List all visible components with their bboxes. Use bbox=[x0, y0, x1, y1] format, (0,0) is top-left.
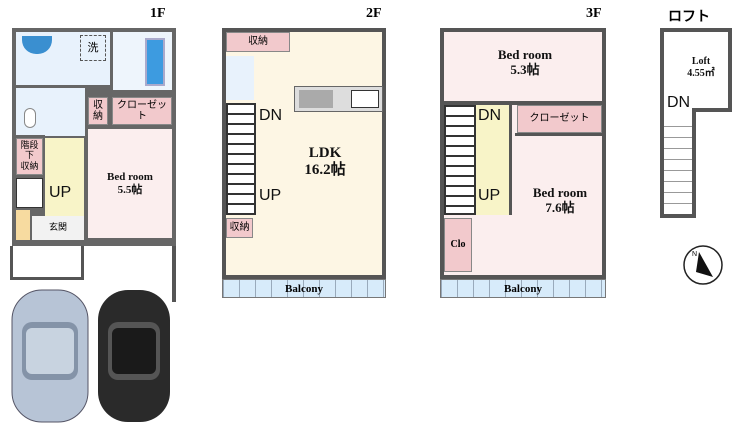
closet-3f: クローゼット bbox=[517, 105, 602, 133]
wall bbox=[515, 133, 602, 136]
loft-room bbox=[660, 28, 732, 112]
corridor bbox=[45, 88, 85, 136]
north-label: N bbox=[692, 251, 697, 258]
floor-label-loft: ロフト bbox=[668, 9, 710, 25]
floor-label-1f: 1F bbox=[150, 6, 166, 21]
kitchen-counter bbox=[294, 86, 383, 112]
bedroom-label: Bed room bbox=[532, 185, 588, 200]
loft-stair-area bbox=[660, 108, 696, 218]
loft-label: Loft 4.55㎡ bbox=[676, 56, 726, 79]
sink-icon bbox=[22, 36, 52, 54]
parking-cars bbox=[11, 289, 170, 423]
washroom: 洗 bbox=[16, 32, 110, 85]
clo-3f: Clo bbox=[444, 218, 472, 272]
ldk: LDK 16.2帖 bbox=[290, 145, 360, 180]
up-label: UP bbox=[478, 187, 501, 204]
storage-2f-top: 収納 bbox=[226, 32, 290, 52]
stove-icon bbox=[351, 90, 379, 108]
loft-name: Loft bbox=[691, 56, 711, 67]
toilet-icon bbox=[24, 108, 36, 128]
closet-1f: クローゼット bbox=[112, 97, 172, 125]
stairs-1f bbox=[16, 178, 43, 208]
bathroom bbox=[113, 32, 172, 90]
porch bbox=[10, 246, 84, 280]
washer-space: 洗 bbox=[80, 35, 106, 61]
wall bbox=[444, 101, 602, 105]
bedroom-3f-a: Bed room 5.3帖 bbox=[480, 47, 570, 78]
entrance: 玄関 bbox=[32, 216, 84, 240]
hall-3f: DN UP bbox=[476, 105, 512, 215]
loft-size: 4.55㎡ bbox=[687, 67, 715, 79]
bedroom-size: 7.6帖 bbox=[545, 199, 575, 215]
toilet-2f bbox=[226, 56, 254, 100]
dn-label: DN bbox=[478, 107, 502, 124]
car-icon-black bbox=[98, 290, 170, 422]
ldk-size: 16.2帖 bbox=[304, 162, 346, 179]
floor-label-3f: 3F bbox=[586, 6, 602, 21]
dn-label: DN bbox=[667, 94, 691, 111]
stairs-2f bbox=[226, 103, 256, 215]
storage-1f: 収納 bbox=[88, 97, 108, 125]
bedroom-1f: Bed room 5.5帖 bbox=[88, 129, 172, 238]
compass-icon: N bbox=[683, 245, 723, 285]
balcony-3f: Balcony bbox=[440, 279, 606, 298]
under-stair-storage: 階段下 収納 bbox=[16, 138, 43, 175]
bedroom-label: Bed room bbox=[497, 47, 553, 62]
bedroom-size: 5.3帖 bbox=[510, 61, 540, 77]
dn-label: DN bbox=[259, 107, 283, 124]
floor-label-2f: 2F bbox=[366, 6, 382, 21]
sink-icon bbox=[299, 90, 333, 108]
boundary-wall bbox=[172, 246, 176, 302]
toilet-room bbox=[16, 88, 45, 135]
storage-2f-bottom: 収納 bbox=[226, 218, 253, 238]
hall-1f: UP bbox=[45, 138, 84, 216]
loft-ladder bbox=[664, 116, 692, 214]
up-label: UP bbox=[49, 184, 72, 201]
stairs-3f bbox=[444, 105, 476, 215]
opening bbox=[664, 108, 692, 112]
ldk-label: LDK bbox=[308, 145, 342, 161]
bedroom-3f-b: Bed room 7.6帖 bbox=[520, 185, 600, 216]
shoe-box bbox=[16, 210, 30, 240]
up-label: UP bbox=[259, 187, 282, 204]
bedroom-size: 5.5帖 bbox=[117, 183, 143, 196]
bathtub-icon bbox=[145, 38, 165, 86]
car-icon-silver bbox=[11, 289, 89, 423]
bedroom-label: Bed room bbox=[107, 170, 153, 183]
balcony-2f: Balcony bbox=[222, 279, 386, 298]
